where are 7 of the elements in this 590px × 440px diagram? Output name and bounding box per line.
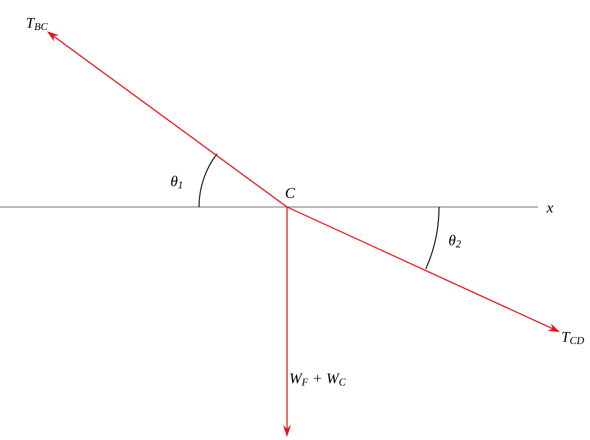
- force-label: T$_{CD}$: [562, 332, 584, 344]
- force-label: T$_{BC}$: [26, 18, 48, 30]
- edge-label: W$_{F}$ + W$_{C}$: [290, 373, 346, 386]
- axis-label: x: [546, 206, 554, 212]
- angle-label: θ$_{1}$: [171, 176, 182, 188]
- angle-label: θ$_{2}$: [449, 234, 461, 248]
- force-label: C: [286, 188, 296, 198]
